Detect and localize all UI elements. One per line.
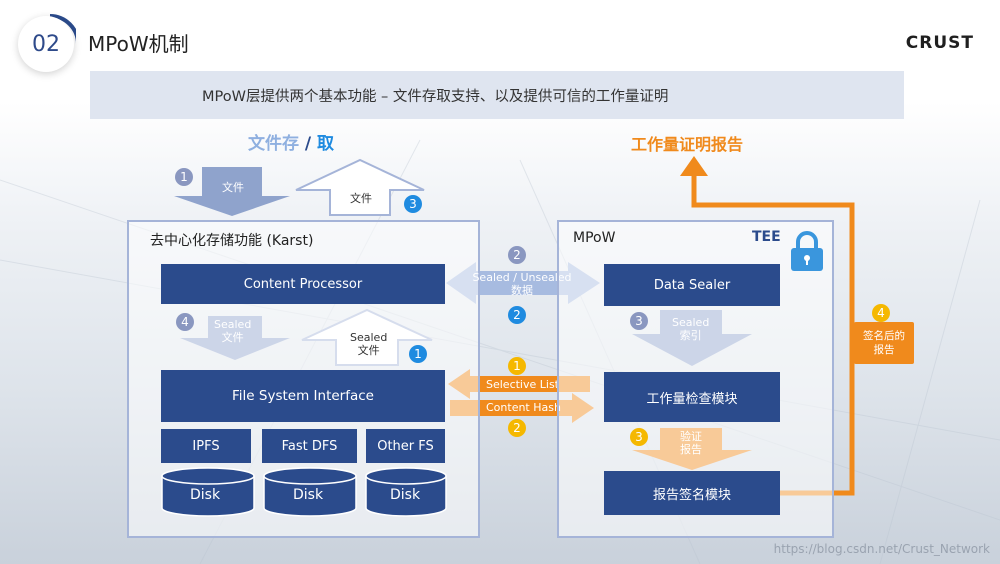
data-sealer: Data Sealer bbox=[604, 264, 780, 306]
heading-store: 文件存 bbox=[248, 134, 299, 154]
crust-logo: CRUST bbox=[905, 33, 974, 53]
fs-other: Other FS bbox=[366, 429, 445, 463]
verify-report-label-1: 验证 bbox=[680, 430, 702, 443]
heading-retrieve: 取 bbox=[317, 134, 335, 154]
karst-box-title: 去中心化存储功能 (Karst) bbox=[150, 233, 314, 249]
heading-separator: / bbox=[299, 134, 318, 154]
signed-report-label: 签名后的 报告 bbox=[854, 322, 914, 364]
disk-cylinders bbox=[161, 467, 447, 517]
mpow-box-title: MPoW bbox=[573, 230, 616, 246]
verify-report-label-2: 报告 bbox=[680, 443, 702, 456]
sealed-up-label-2: 文件 bbox=[357, 344, 380, 357]
sealed-up-label-1: Sealed bbox=[350, 331, 388, 344]
summary-text: MPoW层提供两个基本功能 – 文件存取支持、以及提供可信的工作量证明 bbox=[202, 88, 669, 105]
page-title: MPoW机制 bbox=[88, 32, 189, 56]
arrow-file-in-label: 文件 bbox=[222, 181, 244, 194]
step-3-file-out: 3 bbox=[404, 195, 422, 213]
disk-1-label: Disk bbox=[190, 487, 221, 503]
sealed-unsealed-label-1: Sealed / Unsealed bbox=[472, 271, 572, 284]
sealed-unsealed-label-2: 数据 bbox=[511, 284, 533, 297]
watermark: https://blog.csdn.net/Crust_Network bbox=[773, 542, 990, 556]
selective-list-label: Selective List bbox=[486, 378, 559, 391]
arrow-file-out-label: 文件 bbox=[350, 192, 372, 205]
fs-ipfs: IPFS bbox=[161, 429, 251, 463]
fs-fast-dfs: Fast DFS bbox=[262, 429, 357, 463]
sealed-down-label-2: 文件 bbox=[221, 331, 244, 344]
arrow-sealed-down-label: Sealed 文件 bbox=[214, 318, 251, 344]
step-2-content-hash: 2 bbox=[508, 419, 526, 437]
disk-3-top bbox=[365, 467, 447, 485]
disk-2-top bbox=[263, 467, 357, 485]
report-sign-module: 报告签名模块 bbox=[604, 471, 780, 515]
file-system-interface: File System Interface bbox=[161, 370, 445, 422]
summary-banner: MPoW层提供两个基本功能 – 文件存取支持、以及提供可信的工作量证明 bbox=[90, 71, 904, 119]
step-1-sealed-up: 1 bbox=[409, 345, 427, 363]
proof-report-heading: 工作量证明报告 bbox=[631, 135, 744, 154]
arrow-sealed-up-label: Sealed 文件 bbox=[350, 331, 387, 357]
lock-icon bbox=[791, 231, 823, 271]
step-3-verify-report: 3 bbox=[630, 428, 648, 446]
disk-1-top bbox=[161, 467, 255, 485]
arrow-selective-list bbox=[448, 369, 590, 399]
sealed-index-label-2: 索引 bbox=[679, 329, 702, 342]
signed-report-label-1: 签名后的 bbox=[863, 330, 905, 342]
sealed-unsealed-label: Sealed / Unsealed 数据 bbox=[472, 271, 571, 297]
step-2-sealed-unsealed-blue: 2 bbox=[508, 306, 526, 324]
arrow-file-out bbox=[295, 158, 425, 216]
step-1-file-in: 1 bbox=[175, 168, 193, 186]
disk-2-label: Disk bbox=[293, 487, 324, 503]
step-4-signed-report: 4 bbox=[872, 304, 890, 322]
tee-label: TEE bbox=[752, 229, 781, 245]
step-4-sealed-down: 4 bbox=[176, 313, 194, 331]
step-2-sealed-unsealed: 2 bbox=[508, 246, 526, 264]
content-processor: Content Processor bbox=[161, 264, 445, 304]
section-number: 02 bbox=[32, 31, 60, 57]
arrow-report-head bbox=[680, 156, 708, 176]
verify-report-label: 验证 报告 bbox=[680, 430, 702, 456]
workload-check-module: 工作量检查模块 bbox=[604, 372, 780, 422]
content-hash-label: Content Hash bbox=[486, 401, 561, 414]
sealed-index-label: Sealed 索引 bbox=[672, 316, 709, 342]
arrow-file-in bbox=[174, 167, 290, 216]
sealed-down-label-1: Sealed bbox=[214, 318, 252, 331]
signed-report-label-2: 报告 bbox=[873, 344, 895, 356]
step-1-selective-list: 1 bbox=[508, 357, 526, 375]
section-number-badge: 02 bbox=[18, 16, 74, 72]
disk-3-label: Disk bbox=[390, 487, 421, 503]
sealed-index-label-1: Sealed bbox=[672, 316, 710, 329]
step-3-sealed-index: 3 bbox=[630, 312, 648, 330]
file-access-heading: 文件存 / 取 bbox=[248, 129, 334, 154]
